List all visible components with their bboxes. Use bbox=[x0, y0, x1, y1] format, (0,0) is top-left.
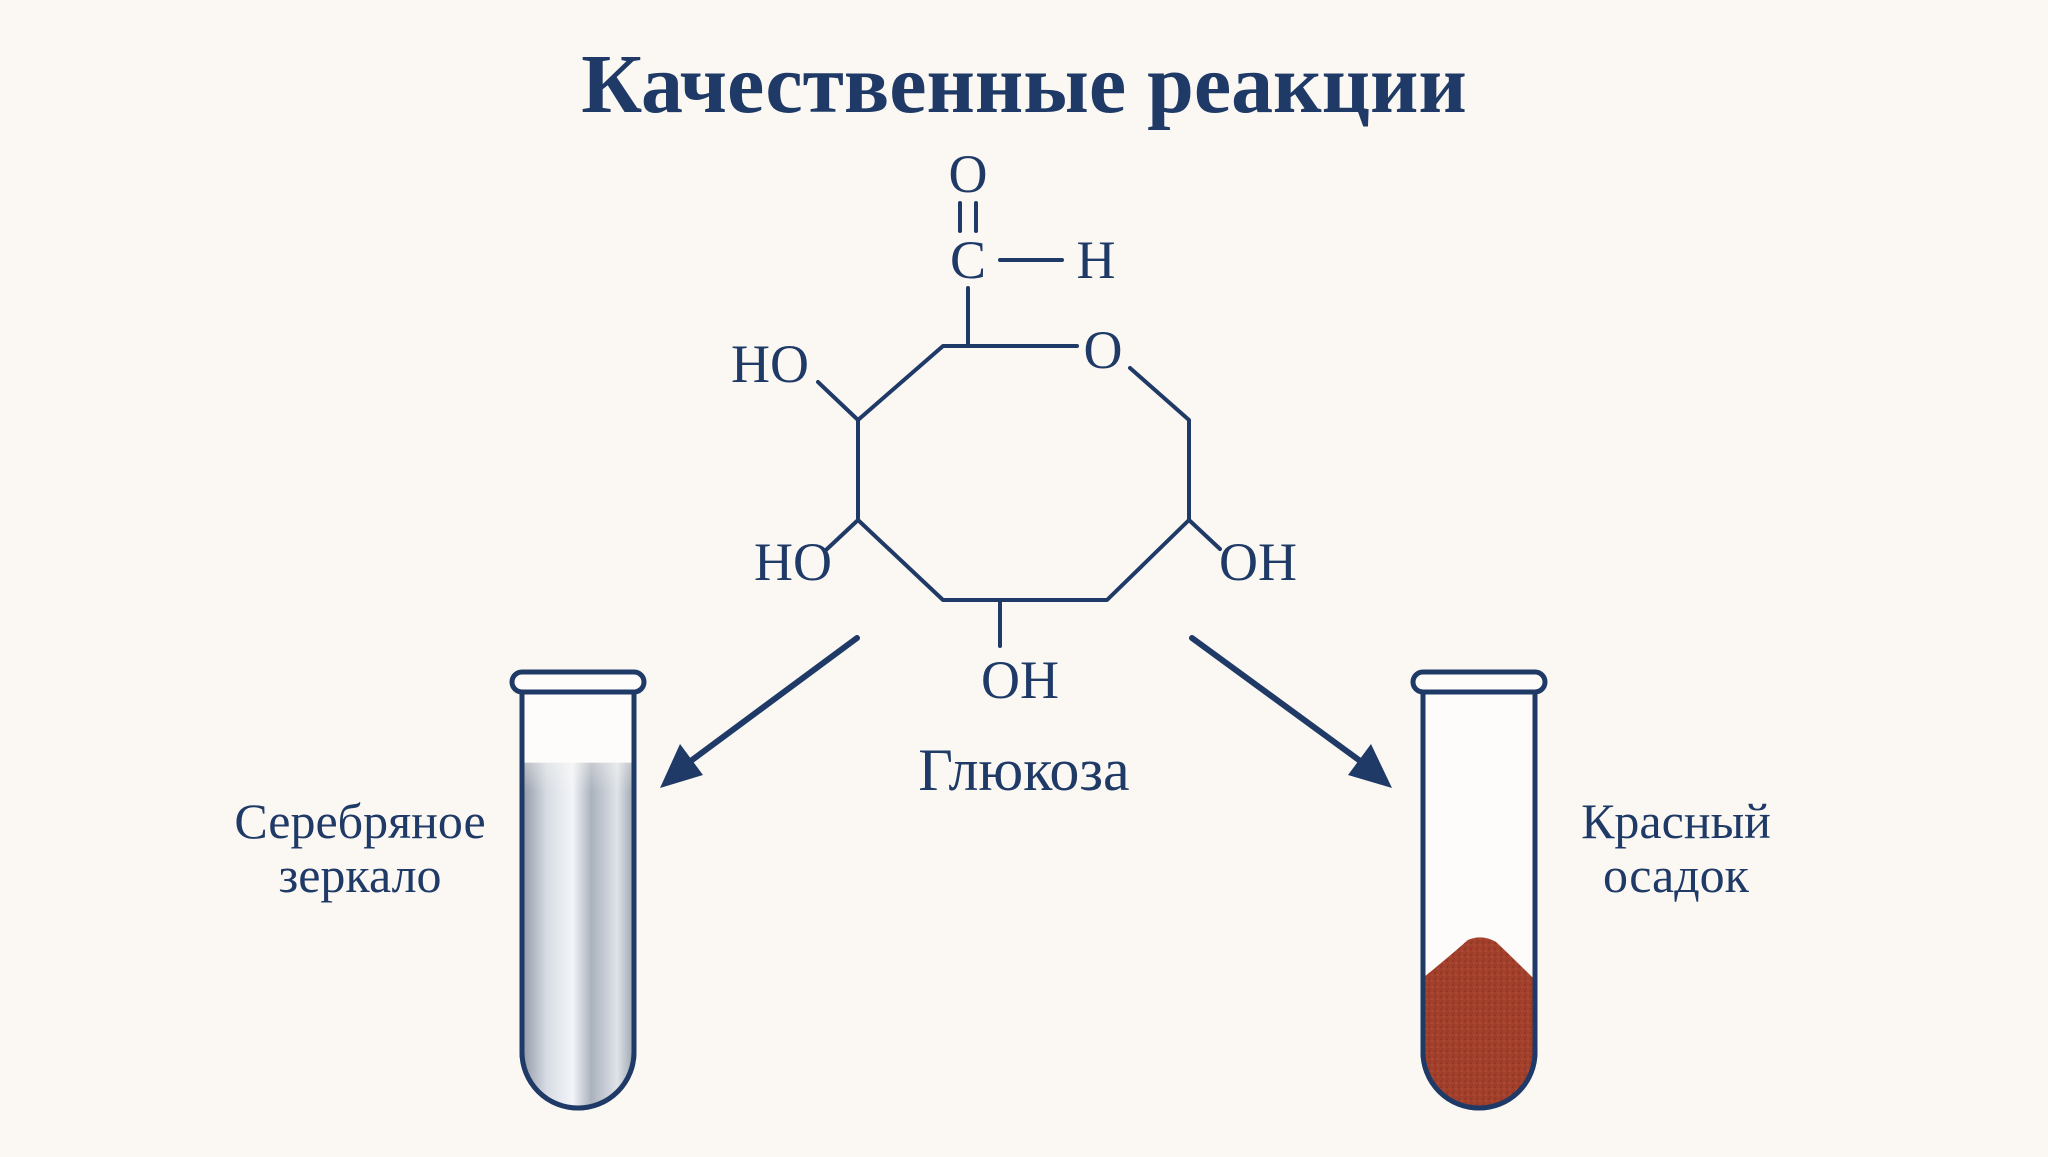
result-label-line2: осадок bbox=[1603, 847, 1750, 903]
silver-mirror-top-fade bbox=[522, 762, 634, 1108]
aldehyde-carbon-label: C bbox=[950, 230, 986, 290]
precipitate-grain-texture bbox=[1423, 937, 1535, 1108]
hydroxyl-upper-left-label: HO bbox=[731, 334, 809, 394]
aldehyde-group: O C H bbox=[949, 144, 1116, 348]
hydroxyl-groups: HO HO OH OH bbox=[731, 334, 1297, 710]
hydroxyl-bottom-label: OH bbox=[981, 650, 1059, 710]
hydroxyl-bond-lower-left bbox=[824, 518, 860, 552]
tube-outline bbox=[1420, 685, 1538, 1111]
hydroxyl-bond-upper-left bbox=[816, 380, 860, 422]
arrow-right bbox=[1189, 635, 1392, 788]
sugar-ring: O bbox=[856, 320, 1191, 602]
reaction-silver-mirror: Серебряное зеркало bbox=[234, 669, 647, 1111]
hydroxyl-lower-left-label: HO bbox=[754, 532, 832, 592]
tube-rim bbox=[509, 669, 647, 695]
arrow-left-head bbox=[660, 744, 703, 788]
hydroxyl-right-label: OH bbox=[1219, 532, 1297, 592]
aldehyde-hydrogen-label: H bbox=[1077, 230, 1116, 290]
ring-bonds bbox=[856, 344, 1191, 602]
test-tube-silver bbox=[509, 669, 647, 1111]
result-label-line2: зеркало bbox=[278, 847, 441, 903]
aldehyde-oxygen-label: O bbox=[949, 144, 988, 204]
tube-outline bbox=[519, 685, 637, 1111]
reaction-red-precipitate: Красный осадок bbox=[1410, 669, 1771, 1111]
result-label-line1: Серебряное bbox=[234, 793, 485, 849]
ring-oxygen-label: O bbox=[1084, 320, 1123, 380]
page-title: Качественные реакции bbox=[581, 38, 1467, 131]
compound-name: Глюкоза bbox=[918, 737, 1129, 803]
result-label-line1: Красный bbox=[1581, 793, 1771, 849]
hydroxyl-bond-right bbox=[1187, 518, 1222, 551]
test-tube-red bbox=[1410, 669, 1548, 1111]
arrow-right-head bbox=[1348, 744, 1392, 788]
arrow-left bbox=[660, 635, 860, 788]
tube-rim bbox=[1410, 669, 1548, 695]
